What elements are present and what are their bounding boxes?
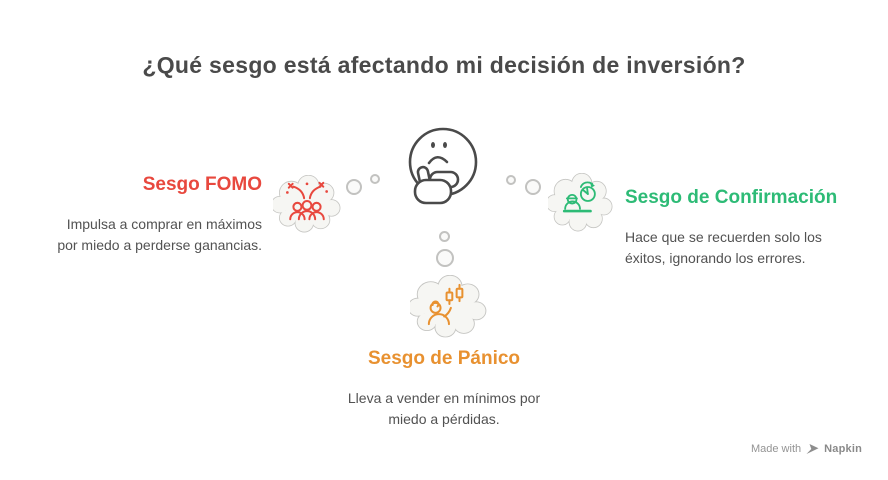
thought-trail-bubble bbox=[506, 175, 516, 185]
crowd-celebration-icon bbox=[286, 181, 328, 221]
thought-trail-bubble bbox=[346, 179, 362, 195]
thought-trail-bubble bbox=[370, 174, 380, 184]
bias-description-confirmacion: Hace que se recuerden solo los éxitos, i… bbox=[625, 229, 822, 266]
bias-block-confirmacion: Sesgo de Confirmación Hace que se recuer… bbox=[625, 188, 870, 269]
bias-description-fomo: Impulsa a comprar en máximos por miedo a… bbox=[57, 216, 262, 253]
page-title: ¿Qué sesgo está afectando mi decisión de… bbox=[142, 52, 746, 78]
thought-trail-bubble bbox=[525, 179, 541, 195]
bias-title-panico: Sesgo de Pánico bbox=[367, 348, 521, 369]
bias-block-fomo: Sesgo FOMO Impulsa a comprar en máximos … bbox=[40, 175, 262, 256]
bias-description-panico: Lleva a vender en mínimos por miedo a pé… bbox=[347, 390, 541, 427]
bias-title-fomo: Sesgo FOMO bbox=[142, 174, 262, 195]
bias-block-panico: Sesgo de Pánico Lleva a vender en mínimo… bbox=[329, 349, 559, 430]
made-with-label: Made with bbox=[750, 443, 802, 455]
bias-title-confirmacion: Sesgo de Confirmación bbox=[625, 187, 838, 208]
person-candlestick-icon bbox=[427, 283, 464, 326]
made-with-napkin-badge[interactable]: Made with Napkin bbox=[751, 443, 862, 455]
thought-trail-bubble bbox=[439, 231, 450, 242]
napkin-brand-label: Napkin bbox=[824, 443, 862, 455]
thought-trail-bubble bbox=[436, 249, 454, 267]
thinking-face-icon bbox=[408, 127, 478, 205]
napkin-pen-icon bbox=[806, 444, 819, 454]
person-review-cycle-icon bbox=[562, 181, 596, 213]
